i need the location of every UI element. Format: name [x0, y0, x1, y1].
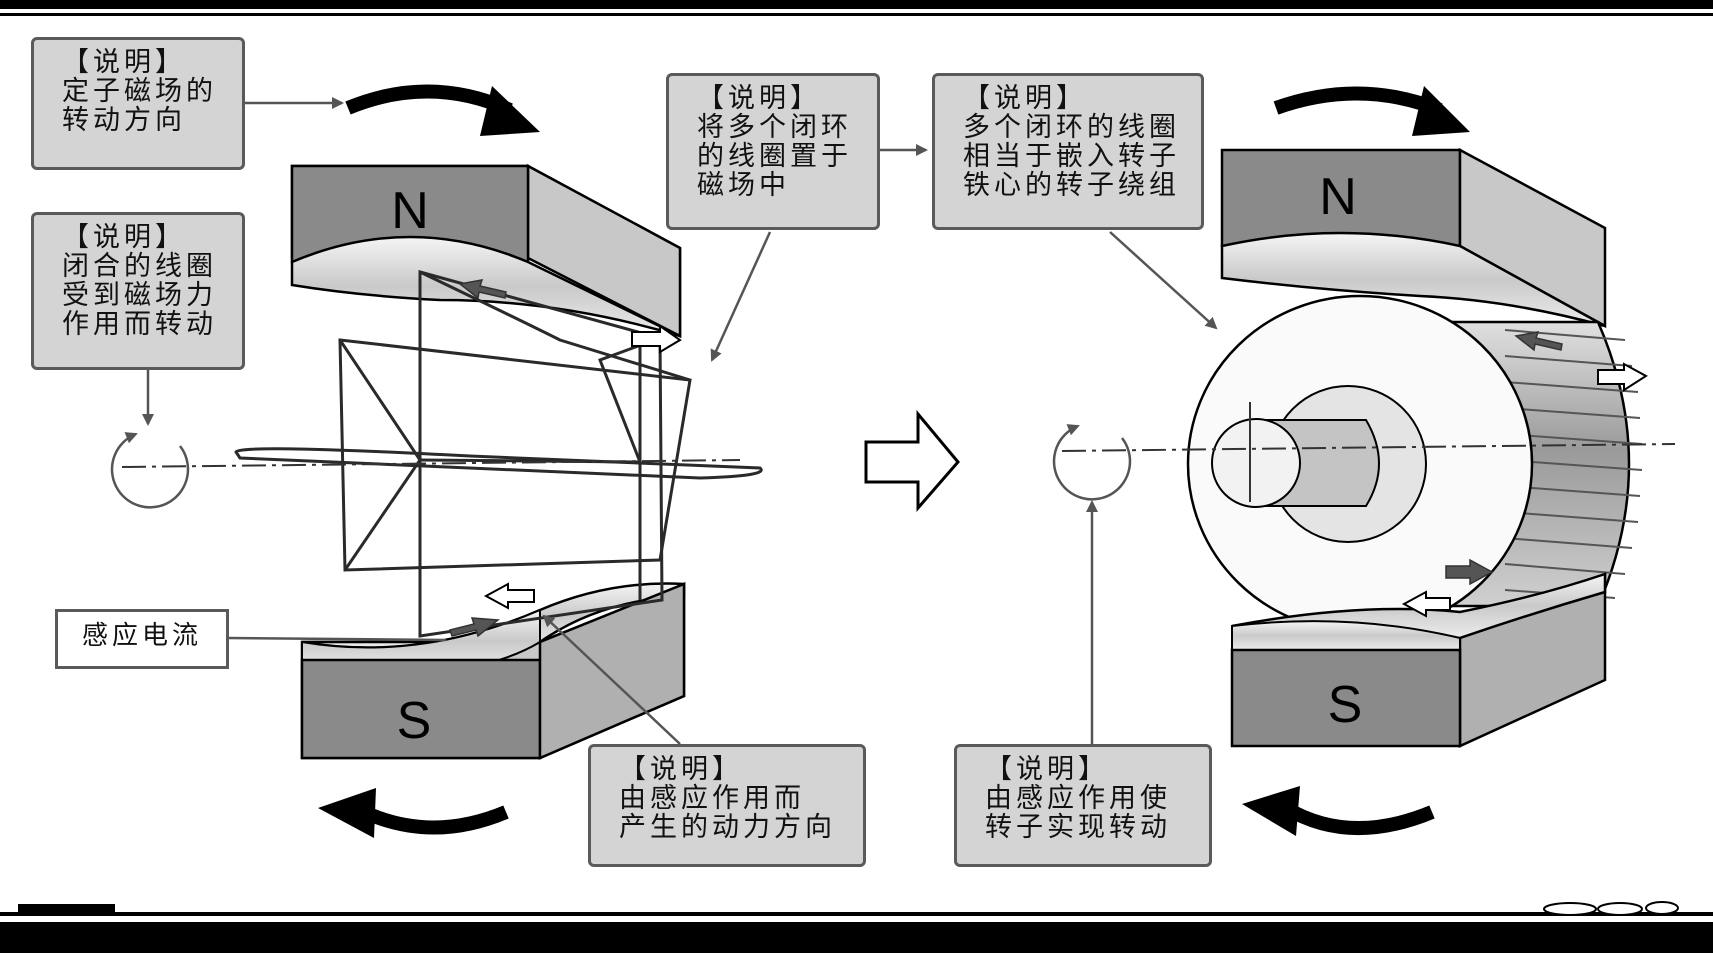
- callout-closed-coil: 【说明】 闭合的线圈 受到磁场力 作用而转动: [31, 212, 245, 370]
- left-north-pole-label: N: [391, 182, 429, 240]
- chalk-icon: [1544, 902, 1678, 915]
- callout-heading: 【说明】: [697, 84, 867, 113]
- transition-arrow: [866, 414, 958, 508]
- callout-line: 磁场中: [697, 171, 867, 200]
- callout-line: 的线圈置于: [697, 142, 867, 171]
- callout-rotor-rotation: 【说明】 由感应作用使 转子实现转动: [954, 744, 1212, 867]
- callout-line: 产生的动力方向: [619, 813, 853, 842]
- left-south-pole-label: S: [397, 692, 432, 750]
- top-frame-thin: [0, 13, 1713, 16]
- callout-heading: 【说明】: [963, 84, 1191, 113]
- callout-line: 铁心的转子绕组: [963, 171, 1191, 200]
- right-north-pole-label: N: [1319, 168, 1357, 226]
- callout-line: 转动方向: [62, 106, 232, 135]
- callout-line: 相当于嵌入转子: [963, 142, 1191, 171]
- callout-line: 作用而转动: [62, 310, 232, 339]
- closed-coil-loops: [236, 272, 761, 636]
- callout-line: 定子磁场的: [62, 77, 232, 106]
- callout-line: 由感应作用使: [985, 784, 1199, 813]
- rotor-core: [1188, 296, 1642, 632]
- bottom-frame-bar: [0, 922, 1713, 953]
- bottom-frame-thin: [0, 912, 1713, 916]
- callout-stator-field-rotation: 【说明】 定子磁场的 转动方向: [31, 37, 245, 170]
- bottom-right-tab: [1518, 938, 1653, 953]
- left-north-magnet: N: [292, 166, 680, 336]
- callout-line: 将多个闭环: [697, 113, 867, 142]
- callout-line: 多个闭环的线圈: [963, 113, 1191, 142]
- right-bottom-rotation-arrow: [1242, 786, 1432, 836]
- top-frame-bar: [0, 0, 1713, 9]
- right-axis-rotation-icon: [1054, 426, 1130, 499]
- callout-rotor-winding: 【说明】 多个闭环的线圈 相当于嵌入转子 铁心的转子绕组: [932, 73, 1204, 230]
- left-south-magnet: S: [302, 584, 684, 758]
- callout-heading: 【说明】: [62, 48, 232, 77]
- callout-induced-force-direction: 【说明】 由感应作用而 产生的动力方向: [588, 744, 866, 867]
- left-in-arrow-bottom: [486, 584, 534, 608]
- left-axis-rotation-icon: [112, 434, 188, 507]
- callout-heading: 【说明】: [985, 755, 1199, 784]
- callout-heading: 【说明】: [619, 755, 853, 784]
- callout-line: 受到磁场力: [62, 281, 232, 310]
- callout-heading: 【说明】: [62, 223, 232, 252]
- callout-line: 闭合的线圈: [62, 252, 232, 281]
- induced-current-label: 感应电流: [55, 609, 229, 669]
- callout-coils-in-field: 【说明】 将多个闭环 的线圈置于 磁场中: [666, 73, 880, 230]
- right-south-pole-label: S: [1328, 676, 1363, 734]
- left-top-rotation-arrow: [348, 86, 540, 136]
- right-north-magnet: N: [1222, 150, 1605, 326]
- callout-line: 转子实现转动: [985, 813, 1199, 842]
- left-bottom-rotation-arrow: [318, 788, 506, 838]
- bottom-left-tab: [18, 904, 115, 913]
- right-top-rotation-arrow: [1276, 86, 1470, 136]
- callout-line: 由感应作用而: [619, 784, 853, 813]
